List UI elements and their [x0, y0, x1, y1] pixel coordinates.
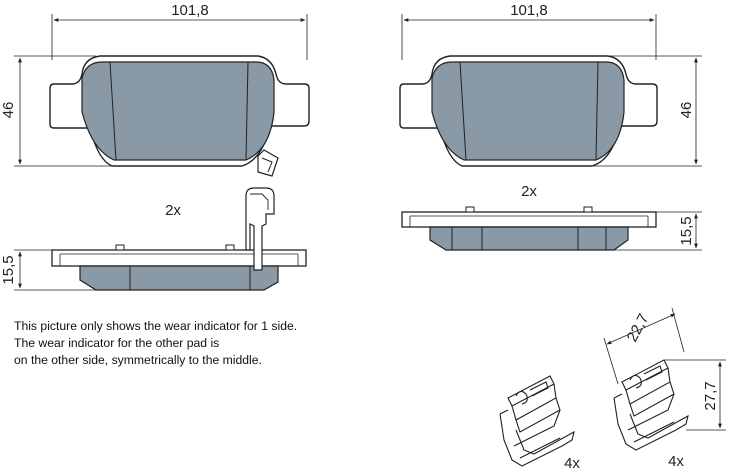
clip-width-label: 22,7 [624, 311, 653, 345]
left-thickness-dimension: 15,5 [0, 249, 96, 291]
left-pad-front-view [49, 55, 310, 177]
right-height-label: 46 [678, 102, 695, 119]
right-width-dimension: 101,8 [401, 2, 657, 60]
left-thickness-label: 15,5 [0, 255, 17, 284]
right-pad-side-view [401, 206, 657, 251]
clip-height-label: 27,7 [702, 381, 719, 410]
right-width-label: 101,8 [510, 2, 548, 19]
right-pad-front-view [399, 55, 658, 167]
left-width-dimension: 101,8 [51, 2, 308, 60]
wear-indicator-note: This picture only shows the wear indicat… [14, 318, 297, 369]
left-height-dimension: 46 [0, 55, 112, 167]
note-line-2: The wear indicator for the other pad is [14, 336, 220, 350]
right-thickness-dimension: 15,5 [614, 211, 702, 251]
left-qty-label: 2x [165, 202, 181, 219]
note-line-1: This picture only shows the wear indicat… [14, 319, 298, 333]
clip-a-qty-label: 4x [564, 455, 580, 472]
clip-height-dimension: 27,7 [664, 359, 726, 431]
left-pad-side-view [51, 187, 307, 291]
clip-b-drawing [613, 359, 689, 451]
right-qty-label: 2x [521, 183, 537, 200]
clip-a-drawing [499, 375, 575, 467]
right-thickness-label: 15,5 [678, 216, 695, 245]
note-line-3: on the other side, symmetrically to the … [14, 353, 262, 367]
left-width-label: 101,8 [171, 2, 209, 19]
clip-b-qty-label: 4x [668, 453, 684, 470]
left-height-label: 46 [0, 102, 17, 119]
right-height-dimension: 46 [592, 55, 702, 167]
